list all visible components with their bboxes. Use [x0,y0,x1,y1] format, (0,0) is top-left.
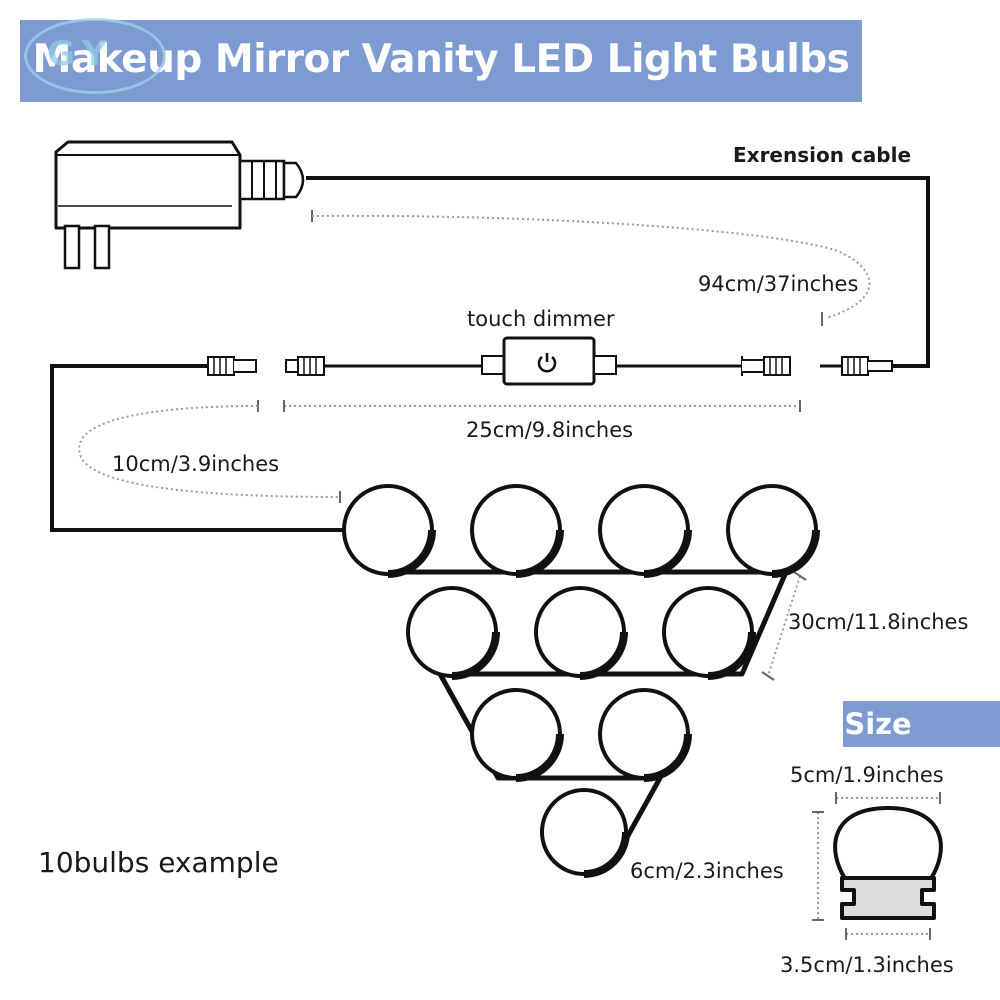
dc-connector-icon [285,356,346,376]
connector-length-label: 10cm/3.9inches [112,452,280,476]
dc-connector-icon [741,356,791,376]
bulb-icon [470,484,564,578]
bulb-icon [342,484,436,578]
touch-dimmer-label: touch dimmer [467,307,615,331]
bulb-icon [726,484,820,578]
page-title: Makeup Mirror Vanity LED Light Bulbs [32,37,850,82]
bulb-icon [406,586,500,680]
bulb-icon [540,788,630,878]
bulb-icon [598,688,692,782]
dimmer-cable-length-label: 25cm/9.8inches [466,418,634,442]
title-banner: Makeup Mirror Vanity LED Light Bulbs [20,20,862,102]
bulb-height-label: 6cm/2.3inches [630,859,784,883]
extension-cable-label: Exrension cable [733,143,912,167]
base-width-label: 3.5cm/1.3inches [780,953,954,977]
extension-cable [306,176,930,368]
bulb-spacing-label: 30cm/11.8inches [788,610,969,634]
example-note-label: 10bulbs example [38,846,279,879]
dc-connector-icon [50,356,346,532]
dc-connector-icon [820,356,893,376]
bulb-size-icon [833,806,943,920]
size-heading: Size [844,707,912,741]
watermark-logo: GY [24,18,166,94]
bulb-icon [470,688,564,782]
size-banner: Size [843,701,1000,747]
bulb-icon [598,484,692,578]
extension-length-label: 94cm/37inches [698,272,859,296]
connector-dimension-line [78,405,341,498]
power-adapter-icon [54,140,305,270]
touch-dimmer-icon [481,336,617,386]
bulb-icon [534,586,628,680]
bulb-width-label: 5cm/1.9inches [790,763,944,787]
bulb-icon [662,586,756,680]
extension-dimension-line [311,214,871,319]
